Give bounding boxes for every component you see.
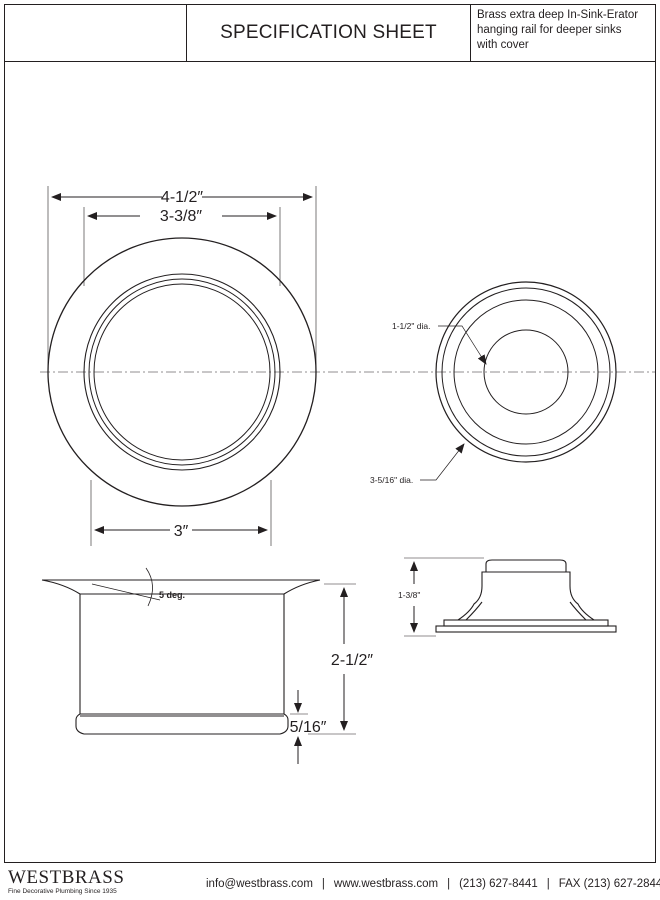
brand-tagline: Fine Decorative Plumbing Since 1935 bbox=[8, 888, 117, 895]
cover-top-view bbox=[435, 281, 617, 463]
contact-bar: info@westbrass.com | www.westbrass.com | (21… bbox=[206, 878, 660, 890]
dim-cover-height: 1-3/8" bbox=[398, 590, 420, 600]
description-line: hanging rail for deeper sinks bbox=[477, 24, 622, 36]
brand-name: WESTBRASS bbox=[8, 867, 125, 888]
fax-number: FAX (213) 627-2844 bbox=[558, 878, 660, 890]
cover-side-view bbox=[435, 559, 617, 633]
phone-number: (213) 627-8441 bbox=[459, 878, 538, 890]
header-blank-cell bbox=[5, 5, 187, 61]
separator: | bbox=[321, 878, 325, 890]
separator: | bbox=[546, 878, 550, 890]
website-link[interactable]: www.westbrass.com bbox=[333, 878, 439, 890]
dim-cover-outer: 3-5/16" dia. bbox=[370, 475, 413, 485]
leader-line bbox=[438, 325, 487, 365]
email-link[interactable]: info@westbrass.com bbox=[206, 878, 313, 890]
flange-top-view bbox=[47, 237, 317, 507]
description-line: Brass extra deep In-Sink-Erator bbox=[477, 9, 639, 21]
westbrass-logo: WESTBRASS Fine Decorative Plumbing Since… bbox=[8, 868, 124, 896]
page-title: SPECIFICATION SHEET bbox=[187, 5, 471, 61]
flange-side-view bbox=[41, 579, 321, 735]
dim-bottom-diameter: 3″ bbox=[174, 523, 189, 540]
angle-line bbox=[91, 583, 161, 601]
dim-inner-diameter: 3-3/8″ bbox=[160, 208, 202, 225]
drawing-frame bbox=[4, 61, 656, 863]
separator: | bbox=[447, 878, 451, 890]
angle-arc bbox=[145, 567, 153, 607]
dim-body-height: 2-1/2″ bbox=[331, 652, 373, 669]
spec-header: SPECIFICATION SHEET Brass extra deep In-… bbox=[4, 4, 656, 62]
leader-line bbox=[420, 443, 465, 481]
dim-flange-angle: 5 deg. bbox=[159, 590, 185, 600]
dim-lip-height: 5/16″ bbox=[290, 719, 327, 736]
dim-outer-diameter: 4-1/2″ bbox=[161, 189, 203, 206]
product-description: Brass extra deep In-Sink-Erator hanging … bbox=[471, 5, 655, 61]
description-line: with cover bbox=[477, 39, 529, 51]
dim-cover-hole: 1-1/2" dia. bbox=[392, 321, 430, 331]
